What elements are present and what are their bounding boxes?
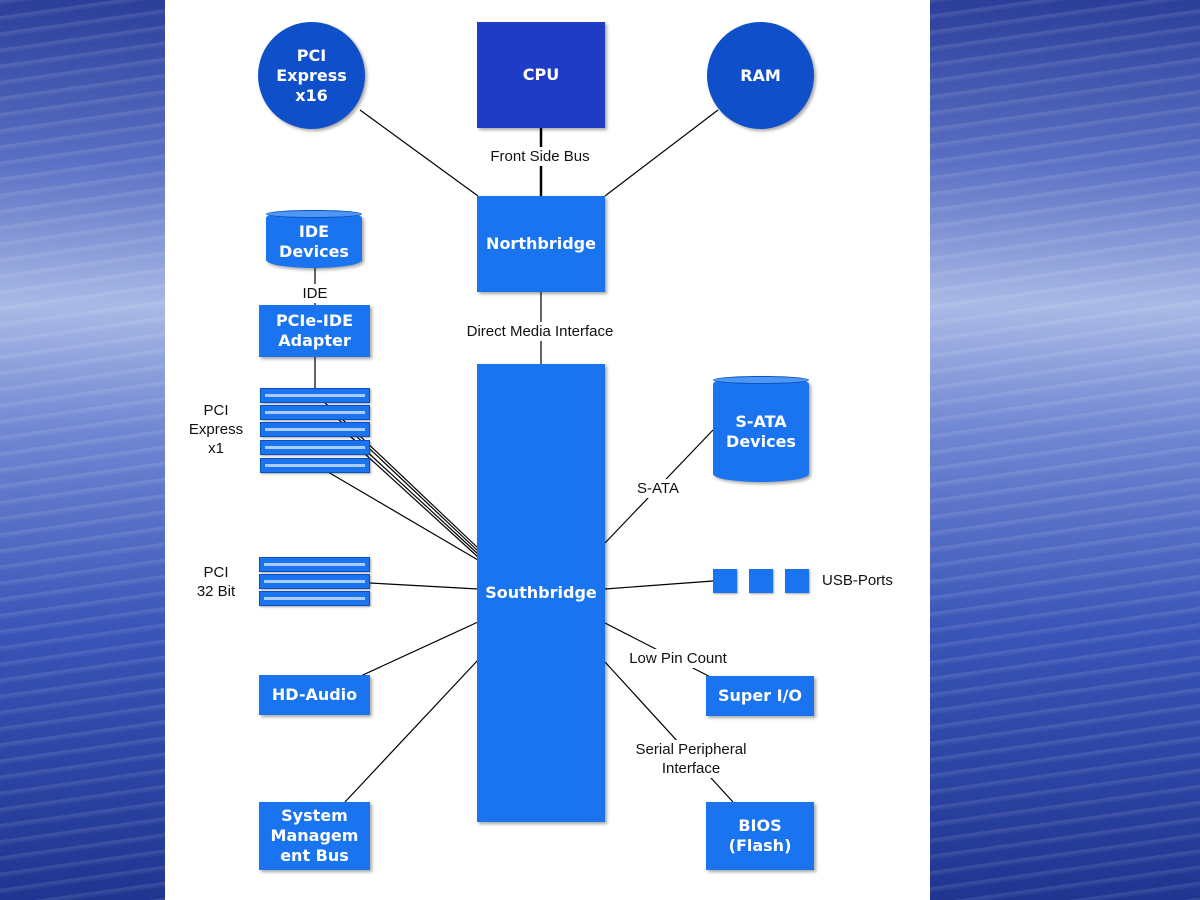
line-pcie1-3: [349, 435, 479, 555]
spi-label: Serial Peripheral Interface: [626, 740, 756, 778]
line-smbus: [344, 659, 479, 803]
pcie-x1-slot-2: [260, 405, 370, 420]
line-pcie16-northbridge: [359, 109, 479, 197]
usb-port-3: [785, 569, 809, 593]
sata-devices-node: S-ATA Devices: [713, 376, 809, 482]
sata-bus-label: S-ATA: [632, 479, 684, 498]
bios-label: BIOS (Flash): [728, 816, 792, 855]
line-pci32: [369, 582, 479, 590]
pcie-x16-label: PCI Express x16: [276, 45, 347, 105]
lpc-label: Low Pin Count: [622, 649, 734, 668]
hd-audio-node: HD-Audio: [259, 675, 370, 715]
pcie-x1-slot-3: [260, 422, 370, 437]
sata-devices-label: S-ATA Devices: [726, 412, 796, 451]
pcie-ide-adapter-node: PCIe-IDE Adapter: [259, 305, 370, 357]
usb-ports-label: USB-Ports: [822, 572, 893, 589]
northbridge-node: Northbridge: [477, 196, 605, 292]
pcie-x1-slot-1: [260, 388, 370, 403]
pcie-x16-node: PCI Express x16: [258, 22, 365, 129]
line-usb: [604, 580, 714, 590]
pcie-x1-slot-5: [260, 458, 370, 473]
pcie-x1-slot-4: [260, 440, 370, 455]
pci-32-slot-2: [259, 574, 370, 589]
line-ram-northbridge: [604, 109, 719, 197]
usb-port-1: [713, 569, 737, 593]
pci-32-slot-3: [259, 591, 370, 606]
front-side-bus-label: Front Side Bus: [484, 147, 596, 166]
smbus-node: System Managem ent Bus: [259, 802, 370, 870]
line-hdaudio: [351, 621, 479, 681]
bios-node: BIOS (Flash): [706, 802, 814, 870]
pci-32-label: PCI 32 Bit: [196, 564, 236, 600]
pcie-ide-adapter-label: PCIe-IDE Adapter: [275, 311, 354, 350]
pcie-x1-label: PCI Express x1: [188, 402, 244, 457]
line-spi: [604, 661, 734, 803]
ram-node: RAM: [707, 22, 814, 129]
southbridge-node: Southbridge: [477, 364, 605, 822]
pci-32-slot-1: [259, 557, 370, 572]
ide-devices-node: IDE Devices: [266, 210, 362, 268]
line-pcie1-2: [336, 417, 479, 552]
hd-audio-label: HD-Audio: [271, 685, 358, 704]
smbus-label: System Managem ent Bus: [270, 806, 359, 865]
ide-bus-label: IDE: [296, 284, 334, 303]
southbridge-label: Southbridge: [485, 583, 597, 602]
dmi-label: Direct Media Interface: [458, 322, 622, 341]
ide-devices-label: IDE Devices: [279, 222, 349, 261]
cpu-node: CPU: [477, 22, 605, 128]
cpu-label: CPU: [522, 65, 560, 84]
super-io-node: Super I/O: [706, 676, 814, 716]
usb-port-2: [749, 569, 773, 593]
line-pcie1-5: [327, 471, 479, 561]
northbridge-label: Northbridge: [486, 234, 596, 253]
line-pcie1-4: [364, 453, 479, 558]
super-io-label: Super I/O: [717, 686, 803, 705]
ram-label: RAM: [740, 65, 781, 85]
